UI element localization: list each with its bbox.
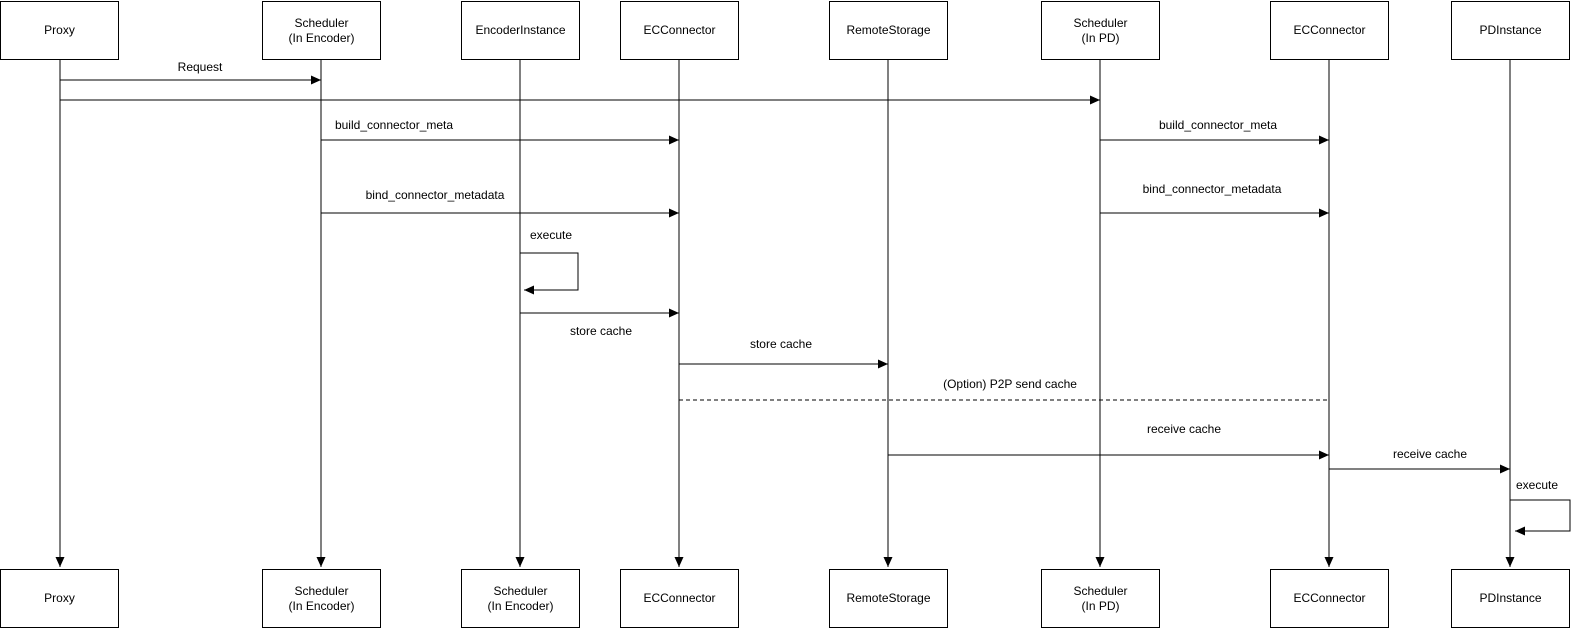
message-build-connector-meta-pd-label: build_connector_meta xyxy=(1158,118,1278,132)
actor-bottom-remote-storage: RemoteStorage xyxy=(829,569,948,628)
message-p2p-send-cache-label: (Option) P2P send cache xyxy=(943,377,1077,391)
message-store-cache-ec-label: store cache xyxy=(569,324,633,338)
actor-bottom-proxy: Proxy xyxy=(0,569,119,628)
self-message-execute-encoder-line xyxy=(520,252,579,295)
actor-top-encoder-instance: EncoderInstance xyxy=(461,1,580,60)
actor-top-scheduler-pd: Scheduler (In PD) xyxy=(1041,1,1160,60)
message-receive-cache-pd-label: receive cache xyxy=(1392,447,1468,461)
message-bind-connector-metadata-encoder-label: bind_connector_metadata xyxy=(365,188,505,202)
message-store-cache-remote-label: store cache xyxy=(749,337,813,351)
actor-bottom-scheduler-pd: Scheduler (In PD) xyxy=(1041,569,1160,628)
actor-top-scheduler-encoder: Scheduler (In Encoder) xyxy=(262,1,381,60)
message-build-connector-meta-encoder-label: build_connector_meta xyxy=(334,118,454,132)
self-message-execute-encoder-label: execute xyxy=(529,228,573,242)
message-bind-connector-metadata-pd-label: bind_connector_metadata xyxy=(1142,182,1282,196)
message-request-label: Request xyxy=(177,60,223,74)
actor-top-ec-connector-2: ECConnector xyxy=(1270,1,1389,60)
actor-bottom-ec-connector-2: ECConnector xyxy=(1270,569,1389,628)
self-message-execute-pd-label: execute xyxy=(1515,478,1559,492)
message-receive-cache-ec-label: receive cache xyxy=(1146,422,1222,436)
actor-top-proxy: Proxy xyxy=(0,1,119,60)
actor-bottom-pd-instance: PDInstance xyxy=(1451,569,1570,628)
self-message-execute-pd-line xyxy=(1510,499,1571,536)
actor-bottom-scheduler-encoder-2: Scheduler (In Encoder) xyxy=(461,569,580,628)
actor-top-ec-connector: ECConnector xyxy=(620,1,739,60)
actor-bottom-scheduler-encoder: Scheduler (In Encoder) xyxy=(262,569,381,628)
actor-top-remote-storage: RemoteStorage xyxy=(829,1,948,60)
actor-top-pd-instance: PDInstance xyxy=(1451,1,1570,60)
actor-bottom-ec-connector: ECConnector xyxy=(620,569,739,628)
